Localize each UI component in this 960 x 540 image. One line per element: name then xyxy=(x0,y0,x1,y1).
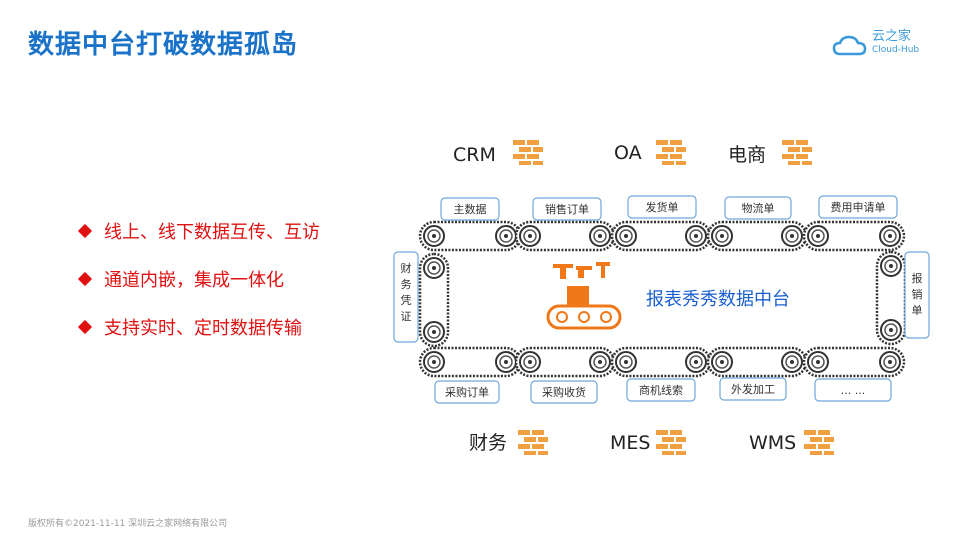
doc-box-top: 主数据 xyxy=(440,197,500,221)
conveyor-wheel-icon xyxy=(711,225,733,247)
logo: 云之家 Cloud-Hub xyxy=(832,30,932,60)
bullet-item: 支持实时、定时数据传输 xyxy=(77,314,320,362)
doc-box-right: 报销单 xyxy=(904,251,930,339)
doc-label: 采购订单 xyxy=(445,385,489,399)
conveyor-wheel-icon xyxy=(685,351,707,373)
conveyor-belt xyxy=(802,346,906,378)
doc-box-bottom: 采购收货 xyxy=(530,380,598,404)
conveyor-wheel-icon xyxy=(615,351,637,373)
doc-box-top: 发货单 xyxy=(627,195,697,219)
conveyor-wheel-icon xyxy=(495,225,517,247)
conveyor-belt xyxy=(802,220,906,252)
conveyor-wheel-icon xyxy=(423,225,445,247)
conveyor-belt xyxy=(514,220,616,252)
conveyor-belt xyxy=(706,220,808,252)
conveyor-wheel-icon xyxy=(781,351,803,373)
logo-sub: Cloud-Hub xyxy=(872,45,920,55)
brick-icon xyxy=(656,140,686,165)
conveyor-wheel-icon xyxy=(495,351,517,373)
conveyor-wheel-icon xyxy=(423,257,445,279)
doc-label-vertical: 报销单 xyxy=(912,271,923,317)
conveyor-wheel-icon xyxy=(880,255,902,277)
doc-box-top: 销售订单 xyxy=(532,197,602,221)
system-label-ecommerce: 电商 xyxy=(728,144,766,166)
doc-label: 主数据 xyxy=(454,202,487,216)
conveyor-wheel-icon xyxy=(519,225,541,247)
brick-icon xyxy=(513,140,543,165)
conveyor-wheel-icon xyxy=(807,351,829,373)
bullet-text: 支持实时、定时数据传输 xyxy=(104,318,302,339)
doc-label: 商机线索 xyxy=(639,383,683,397)
doc-label: ... ... xyxy=(841,384,865,397)
system-label-finance: 财务 xyxy=(469,432,507,454)
bullet-item: 通道内嵌，集成一体化 xyxy=(77,266,320,314)
system-label-oa: OA xyxy=(614,142,642,164)
doc-label-vertical: 财务凭证 xyxy=(401,261,412,323)
logo-name: 云之家 xyxy=(872,29,912,44)
footer-copyright: 版权所有©2021-11-11 深圳云之家网络有限公司 xyxy=(28,519,228,529)
cloud-icon xyxy=(832,35,867,56)
conveyor-wheel-icon xyxy=(423,351,445,373)
bullet-text: 线上、线下数据互传、互访 xyxy=(104,222,320,243)
conveyor-belt xyxy=(418,346,522,378)
doc-label: 外发加工 xyxy=(731,382,775,396)
doc-label: 发货单 xyxy=(646,200,679,214)
doc-label: 采购收货 xyxy=(542,385,586,399)
brick-icon xyxy=(518,430,548,455)
conveyor-wheel-icon xyxy=(781,225,803,247)
doc-box-bottom: ... ... xyxy=(814,378,892,402)
doc-box-left: 财务凭证 xyxy=(393,251,419,343)
conveyor-belt xyxy=(418,220,522,252)
system-label-wms: WMS xyxy=(749,432,796,454)
conveyor-wheel-icon xyxy=(711,351,733,373)
doc-box-bottom: 商机线索 xyxy=(626,378,696,402)
bullet-list: 线上、线下数据互传、互访 通道内嵌，集成一体化 支持实时、定时数据传输 xyxy=(77,218,320,362)
conveyor-wheel-icon xyxy=(519,351,541,373)
conveyor-wheel-icon xyxy=(879,351,901,373)
system-label-crm: CRM xyxy=(453,144,496,166)
doc-box-top: 物流单 xyxy=(724,196,792,220)
page-title: 数据中台打破数据孤岛 xyxy=(28,30,299,60)
conveyor-wheel-icon xyxy=(880,319,902,341)
conveyor-belt xyxy=(875,250,907,346)
conveyor-belt xyxy=(610,220,712,252)
conveyor-wheel-icon xyxy=(423,321,445,343)
doc-label: 销售订单 xyxy=(545,202,589,216)
conveyor-belt xyxy=(706,346,808,378)
bullet-item: 线上、线下数据互传、互访 xyxy=(77,218,320,266)
conveyor-belt xyxy=(418,252,450,348)
conveyor-belt xyxy=(610,346,712,378)
conveyor-wheel-icon xyxy=(589,351,611,373)
brick-icon xyxy=(656,430,686,455)
conveyor-wheel-icon xyxy=(589,225,611,247)
brick-icon xyxy=(804,430,834,455)
doc-label: 物流单 xyxy=(742,201,775,215)
conveyor-wheel-icon xyxy=(879,225,901,247)
brick-icon xyxy=(782,140,812,165)
doc-label: 费用申请单 xyxy=(831,201,886,214)
conveyor-belts xyxy=(418,220,907,378)
center-platform-label: 报表秀秀数据中台 xyxy=(646,289,790,310)
conveyor-wheel-icon xyxy=(685,225,707,247)
doc-box-top: 费用申请单 xyxy=(818,195,898,219)
conveyor-belt xyxy=(514,346,616,378)
doc-box-bottom: 外发加工 xyxy=(719,377,787,401)
system-label-mes: MES xyxy=(610,432,650,454)
bullet-text: 通道内嵌，集成一体化 xyxy=(104,270,284,291)
conveyor-wheel-icon xyxy=(615,225,637,247)
conveyor-wheel-icon xyxy=(807,225,829,247)
factory-machine-icon xyxy=(546,262,622,330)
doc-box-bottom: 采购订单 xyxy=(434,380,500,404)
